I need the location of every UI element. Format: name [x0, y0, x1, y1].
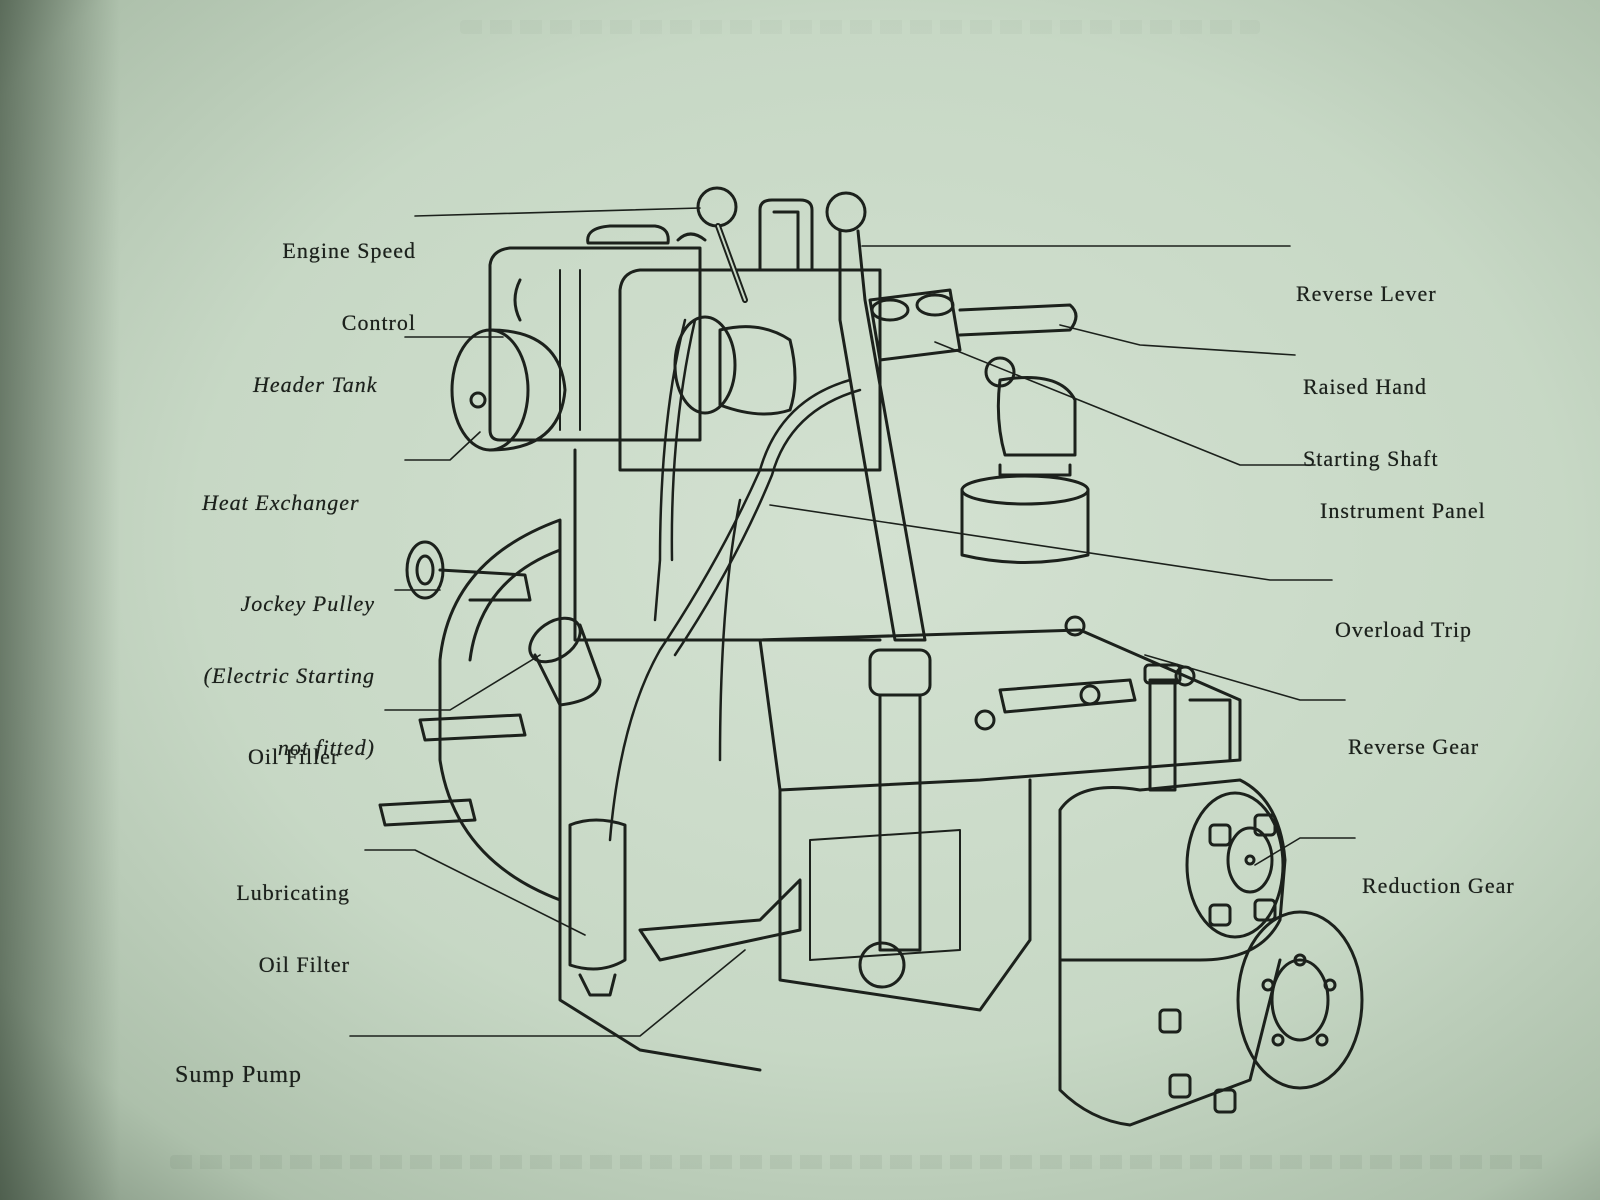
speed-control-lever	[696, 186, 748, 303]
label-line: Oil Filter	[258, 952, 350, 977]
leader-lines	[349, 207, 1356, 1037]
label-line: (Electric Starting	[203, 663, 375, 688]
label-jockey-pulley: Jockey Pulley (Electric Starting not fit…	[160, 544, 375, 784]
label-lubricating-oil-filter: Lubricating Oil Filter	[190, 833, 350, 1001]
label-raised-hand-starting-shaft: Raised Hand Starting Shaft	[1303, 327, 1439, 495]
engine-feet	[378, 713, 527, 827]
reduction-gear-shape	[1058, 778, 1364, 1127]
label-engine-speed-control: Engine Speed Control	[210, 191, 416, 359]
flywheel-shape	[438, 518, 562, 902]
label-sump-pump: Sump Pump	[175, 1015, 302, 1111]
cylinder-block	[573, 198, 882, 642]
label-line: Instrument Panel	[1320, 498, 1486, 523]
jockey-pulley-shape	[405, 540, 532, 602]
label-line: Lubricating	[236, 880, 350, 905]
heat-exchanger-shape	[450, 328, 567, 452]
label-line: Heat Exchanger	[202, 490, 360, 515]
oil-filter-shape	[558, 818, 802, 1072]
label-line: Control	[341, 310, 416, 335]
label-line: Starting Shaft	[1303, 446, 1439, 471]
label-line: Oil Filler	[248, 744, 340, 769]
reverse-lever-shape	[825, 191, 932, 989]
label-line: not fitted)	[277, 735, 375, 760]
label-header-tank: Header Tank	[253, 325, 377, 421]
page-shadow	[0, 0, 120, 1200]
label-line: Jockey Pulley	[240, 591, 375, 616]
reverse-gear-shape	[758, 615, 1242, 1012]
label-reverse-lever: Reverse Lever	[1296, 234, 1437, 330]
bleed-through-text	[170, 1155, 1550, 1169]
air-filter-shape	[960, 376, 1090, 564]
label-reduction-gear: Reduction Gear	[1362, 826, 1515, 922]
label-instrument-panel: Instrument Panel	[1320, 451, 1486, 547]
label-reverse-gear: Reverse Gear	[1348, 687, 1479, 783]
label-line: Raised Hand	[1303, 374, 1428, 399]
oil-filler-shape	[528, 616, 602, 707]
label-line: Reverse Gear	[1348, 734, 1480, 759]
fuel-pipes	[608, 318, 862, 842]
label-overload-trip: Overload Trip	[1335, 570, 1472, 666]
instrument-panel-shape	[868, 288, 1078, 388]
label-oil-filler: Oil Filler	[248, 697, 339, 793]
label-line: Reverse Lever	[1296, 281, 1437, 306]
bleed-through-text	[460, 20, 1260, 34]
label-line: Reduction Gear	[1362, 873, 1515, 898]
label-heat-exchanger: Heat Exchanger	[202, 443, 360, 539]
label-line: Overload Trip	[1335, 617, 1473, 642]
label-line: Engine Speed	[282, 238, 416, 263]
label-line: Sump Pump	[175, 1062, 303, 1088]
header-tank-shape	[488, 224, 707, 442]
label-line: Header Tank	[253, 372, 378, 397]
